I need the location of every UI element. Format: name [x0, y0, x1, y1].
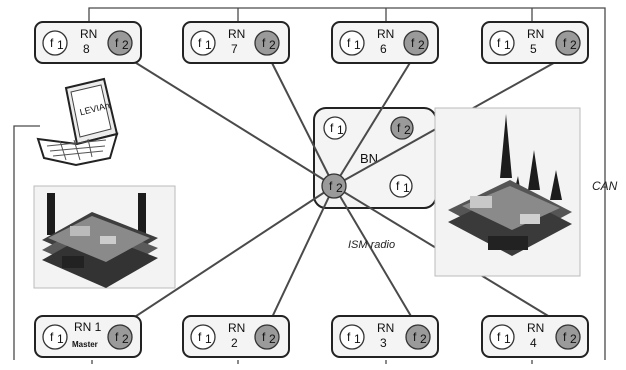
rn1-label: RN 1 — [74, 320, 102, 334]
rn7-f1-main: f — [198, 36, 202, 50]
base-f2-hub: f 2 — [321, 173, 347, 199]
rn3-f2-sub: 2 — [420, 332, 427, 346]
rn6-f2-sub: 2 — [418, 38, 425, 52]
rn7-number: 7 — [231, 42, 238, 56]
rn7-f2-main: f — [262, 36, 266, 50]
base-f1-bottom: f 1 — [389, 174, 413, 198]
laptop-icon: LEVIAn — [36, 77, 119, 167]
base-f1-top-main: f — [330, 121, 334, 135]
rn5-node: f 1 RN 5 f 2 — [481, 21, 589, 64]
rn3-f1-sub: 1 — [354, 332, 361, 346]
rn5-label: RN — [527, 27, 544, 41]
base-node-label: BN — [360, 151, 378, 166]
can-bus-label: CAN — [592, 179, 618, 193]
rn4-f2-sub: 2 — [570, 332, 577, 346]
rn3-f1-main: f — [347, 330, 351, 344]
rn6-f1-sub: 1 — [354, 38, 361, 52]
rn6-number: 6 — [380, 42, 387, 56]
ism-radio-label: ISM radio — [348, 239, 395, 251]
rn7-f2-sub: 2 — [269, 38, 276, 52]
base-f2-hub-main: f — [329, 179, 333, 193]
rn7-f1-sub: 1 — [205, 38, 212, 52]
rn8-label: RN — [80, 27, 97, 41]
radio-link-rn3 — [333, 185, 419, 329]
can-bus-top — [88, 7, 606, 360]
can-bus-left — [13, 125, 40, 360]
rn8-f1-main: f — [50, 36, 54, 50]
rn5-f2-sub: 2 — [570, 38, 577, 52]
base-f1-bottom-sub: 1 — [403, 181, 410, 195]
rn4-node: f 1 RN 4 f 2 — [481, 315, 589, 358]
rn3-node: f 1 RN 3 f 2 — [331, 315, 439, 358]
rn8-f2-main: f — [115, 36, 119, 50]
rn1-f1-sub: 1 — [57, 332, 64, 346]
rn3-number: 3 — [380, 336, 387, 350]
rn6-label: RN — [377, 27, 394, 41]
rn5-f1-main: f — [497, 36, 501, 50]
board-photo-left — [33, 185, 176, 289]
rn5-f2-main: f — [563, 36, 567, 50]
rn2-label: RN — [228, 321, 245, 335]
radio-link-rn6 — [333, 52, 417, 187]
base-f1-top: f 1 — [323, 116, 347, 140]
rn3-label: RN — [377, 321, 394, 335]
can-bus — [13, 7, 606, 364]
rn4-f2-main: f — [563, 330, 567, 344]
radio-link-rn8 — [119, 52, 335, 187]
base-f2-top-sub: 2 — [404, 123, 411, 137]
rn8-f1-sub: 1 — [57, 38, 64, 52]
rn1-f2-sub: 2 — [122, 332, 129, 346]
rn7-label: RN — [228, 27, 245, 41]
rn1-f2-main: f — [115, 330, 119, 344]
rn2-f1-sub: 1 — [205, 332, 212, 346]
rn4-f1-main: f — [497, 330, 501, 344]
board-photo-right — [434, 107, 581, 277]
rn2-number: 2 — [231, 336, 238, 350]
rn8-f2-sub: 2 — [122, 38, 129, 52]
rn8-node: f 1 RN 8 f 2 — [34, 21, 142, 64]
base-f2-top: f 2 — [390, 116, 414, 140]
rn1-f1-main: f — [50, 330, 54, 344]
rn6-f1-main: f — [347, 36, 351, 50]
radio-link-rn1 — [117, 185, 335, 329]
rn4-number: 4 — [530, 336, 537, 350]
rn6-f2-main: f — [411, 36, 415, 50]
rn2-f2-main: f — [262, 330, 266, 344]
radio-link-rn7 — [266, 52, 335, 187]
rn8-number: 8 — [83, 42, 90, 56]
rn1-master-label: Master — [72, 340, 98, 349]
rn7-node: f 1 RN 7 f 2 — [182, 21, 290, 64]
rn4-f1-sub: 1 — [504, 332, 511, 346]
rn5-number: 5 — [530, 42, 537, 56]
radio-link-rn2 — [266, 185, 335, 329]
rn3-f2-main: f — [413, 330, 417, 344]
rn1-node: f 1 RN 1 Master f 2 — [34, 315, 142, 358]
base-f1-top-sub: 1 — [337, 123, 344, 137]
base-f2-top-main: f — [397, 121, 401, 135]
base-f2-hub-sub: 2 — [336, 181, 343, 195]
rn6-node: f 1 RN 6 f 2 — [331, 21, 439, 64]
rn5-f1-sub: 1 — [504, 38, 511, 52]
rn2-f1-main: f — [198, 330, 202, 344]
rn4-label: RN — [527, 321, 544, 335]
rn2-node: f 1 RN 2 f 2 — [182, 315, 290, 358]
base-f1-bottom-main: f — [396, 179, 400, 193]
rn2-f2-sub: 2 — [269, 332, 276, 346]
